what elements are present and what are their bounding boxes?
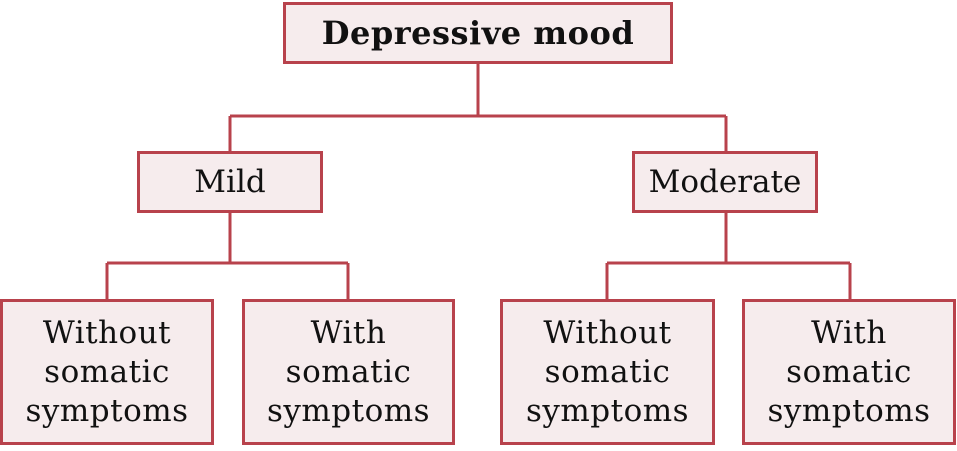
connector-moderate-to-leaves — [605, 213, 852, 299]
moderate-without-somatic-node: Without somatic symptoms — [500, 299, 715, 445]
depressive-mood-node: Depressive mood — [283, 2, 673, 64]
moderate-with-somatic-node: With somatic symptoms — [742, 299, 956, 445]
moderate-node: Moderate — [632, 151, 818, 213]
mild-node: Mild — [137, 151, 323, 213]
mild-with-somatic-node: With somatic symptoms — [242, 299, 455, 445]
connector-mild-to-leaves — [105, 213, 350, 299]
depressive-mood-label: Depressive mood — [321, 14, 635, 52]
moderate-without-somatic-label: Without somatic symptoms — [525, 314, 690, 429]
moderate-with-somatic-label: With somatic symptoms — [767, 314, 931, 429]
mild-with-somatic-label: With somatic symptoms — [266, 314, 431, 429]
moderate-label: Moderate — [648, 164, 802, 200]
mild-without-somatic-node: Without somatic symptoms — [0, 299, 214, 445]
mild-without-somatic-label: Without somatic symptoms — [25, 314, 189, 429]
mild-label: Mild — [194, 164, 266, 200]
connector-root-to-level2 — [228, 64, 728, 151]
